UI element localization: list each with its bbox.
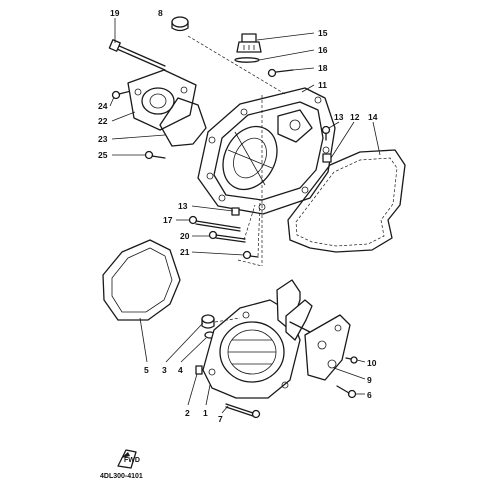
part-13-bolt-upper xyxy=(321,125,331,141)
part-6-bolt xyxy=(336,385,357,399)
part-12-dowel xyxy=(322,153,332,163)
callout-9: 9 xyxy=(367,375,372,385)
part-7-bolt xyxy=(225,403,261,419)
callout-16: 16 xyxy=(318,45,328,55)
forward-arrow-icon: FWD xyxy=(117,449,140,469)
part-14-gasket xyxy=(287,149,406,253)
callout-1: 1 xyxy=(203,408,208,418)
part-17-bolt xyxy=(188,215,241,232)
callout-18: 18 xyxy=(318,63,328,73)
callout-labels: 19 8 15 16 18 11 13 12 14 24 22 23 25 13… xyxy=(98,8,378,424)
part-lever-arm xyxy=(276,279,331,341)
part-21-washer xyxy=(242,250,259,260)
callout-25: 25 xyxy=(98,150,108,160)
callout-13-upper: 13 xyxy=(334,112,344,122)
part-15-filler-cap xyxy=(236,33,262,53)
callout-8: 8 xyxy=(158,8,163,18)
callout-12: 12 xyxy=(350,112,360,122)
callout-3: 3 xyxy=(162,365,167,375)
callout-20: 20 xyxy=(180,231,190,241)
part-18-bolt xyxy=(267,68,294,78)
part-11-crankcase-cover xyxy=(197,87,336,215)
part-20-bolt xyxy=(208,230,246,243)
callout-17: 17 xyxy=(163,215,173,225)
callout-7: 7 xyxy=(218,414,223,424)
part-24-bolt xyxy=(111,90,132,100)
part-1-crankcase-cover xyxy=(202,299,301,399)
callout-24: 24 xyxy=(98,101,108,111)
callout-15: 15 xyxy=(318,28,328,38)
callout-19: 19 xyxy=(110,8,120,18)
part-19-bolt xyxy=(108,39,166,71)
part-25-bolt xyxy=(144,150,166,160)
callout-5: 5 xyxy=(144,365,149,375)
part-16-o-ring xyxy=(234,57,260,63)
part-2-dowel xyxy=(195,365,203,375)
part-9-bracket xyxy=(304,314,351,381)
part-10-bolt xyxy=(345,356,358,364)
drawing-code: 4DL300-4101 xyxy=(100,473,143,480)
part-23-gasket xyxy=(159,97,207,147)
callout-10: 10 xyxy=(367,358,377,368)
callout-11: 11 xyxy=(318,80,327,90)
leader-lines xyxy=(109,18,381,414)
callout-13-lower: 13 xyxy=(178,201,188,211)
part-22-cover xyxy=(127,69,197,131)
svg-text:FWD: FWD xyxy=(124,457,140,464)
callout-22: 22 xyxy=(98,116,108,126)
part-13-bolt-lower xyxy=(231,207,240,216)
callout-21: 21 xyxy=(180,247,190,257)
callout-6: 6 xyxy=(367,390,372,400)
callout-2: 2 xyxy=(185,408,190,418)
part-8-plug xyxy=(171,16,189,32)
callout-23: 23 xyxy=(98,134,108,144)
part-5-gasket xyxy=(102,239,181,321)
callout-14: 14 xyxy=(368,112,378,122)
part-3-plug xyxy=(201,314,215,329)
callout-4: 4 xyxy=(178,365,183,375)
